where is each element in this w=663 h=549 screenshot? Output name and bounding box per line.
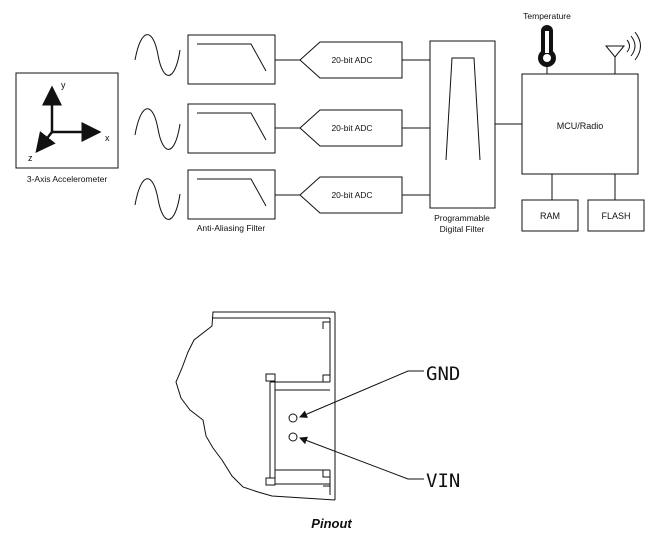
pcb-outline xyxy=(175,311,336,501)
adc-2-label: 20-bit ADC xyxy=(331,123,372,133)
pin-leader-lines xyxy=(299,370,424,480)
mcu-memory-wires xyxy=(551,174,616,200)
accelerometer-label: 3-Axis Accelerometer xyxy=(27,174,107,184)
digital-filter-block xyxy=(429,40,496,209)
accelerometer-block: y x z xyxy=(15,72,119,169)
thermometer-icon xyxy=(538,25,556,67)
vin-label: VIN xyxy=(426,470,460,492)
adc-filter-wires xyxy=(402,59,430,196)
digital-filter-label-line1: Programmable xyxy=(434,213,490,223)
digital-filter-label-line2: Digital Filter xyxy=(440,224,485,234)
axis-z-label: z xyxy=(28,153,33,163)
axis-y-label: y xyxy=(61,80,66,90)
sine-waves xyxy=(134,34,181,220)
mcu-radio-block xyxy=(521,73,639,175)
adc-1-label: 20-bit ADC xyxy=(331,55,372,65)
pinout-caption: Pinout xyxy=(311,516,352,531)
enclosure-profile xyxy=(213,312,336,500)
ram-label: RAM xyxy=(540,211,560,221)
mcu-label: MCU/Radio xyxy=(557,121,604,131)
gnd-label: GND xyxy=(426,363,460,385)
filter-label: Anti-Aliasing Filter xyxy=(197,223,266,233)
flash-block xyxy=(587,199,645,232)
z-axis-arrow xyxy=(35,131,56,153)
flash-label: FLASH xyxy=(601,211,630,221)
filter-adc-wires xyxy=(275,59,300,196)
temperature-label: Temperature xyxy=(523,11,571,21)
anti-aliasing-filters xyxy=(187,34,276,220)
adc-3-label: 20-bit ADC xyxy=(331,190,372,200)
sine-wave-3 xyxy=(134,178,181,220)
antenna-icon xyxy=(604,31,641,74)
axis-x-label: x xyxy=(105,133,110,143)
gnd-pin xyxy=(288,413,298,423)
sine-wave-2 xyxy=(134,108,181,150)
ram-block xyxy=(521,199,579,232)
vin-pin xyxy=(288,432,298,442)
sine-wave-1 xyxy=(134,34,181,76)
